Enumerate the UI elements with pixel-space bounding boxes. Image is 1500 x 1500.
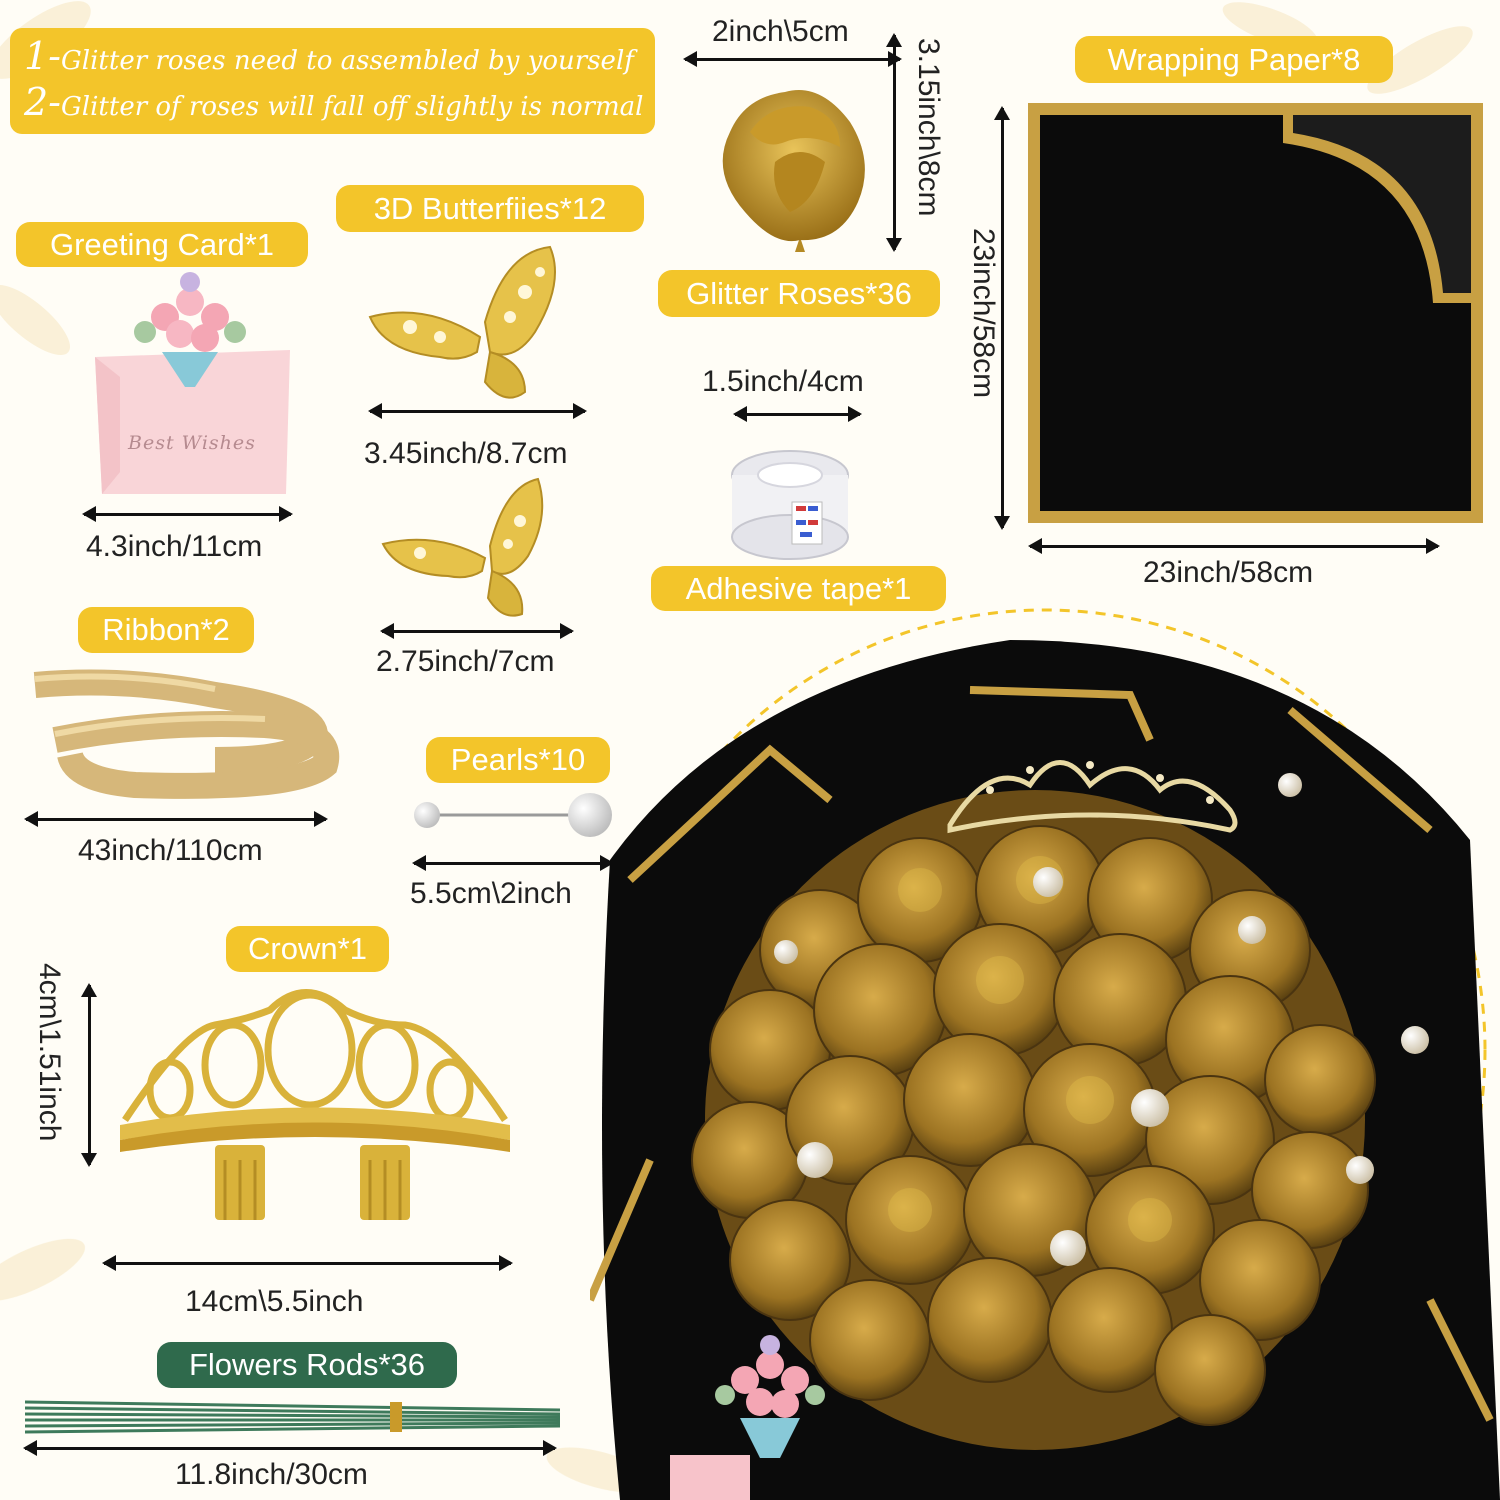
pearl-length-arrow [412, 855, 614, 871]
ribbon-image [33, 669, 340, 799]
note-number-1: 1- [24, 34, 62, 78]
butterfly-large-image [368, 245, 556, 399]
rod-length-arrow [23, 1440, 557, 1456]
ribbon-label: Ribbon*2 [78, 607, 254, 653]
crown-height-label: 4cm\1.51inch [33, 963, 66, 1142]
note-text-1: Glitter roses need to assembled by yours… [61, 46, 634, 76]
rod-length-label: 11.8inch/30cm [175, 1458, 368, 1491]
rose-bouquet-image [590, 608, 1500, 1500]
glitter-roses-label: Glitter Roses*36 [658, 270, 940, 317]
rose-width-arrow [683, 51, 902, 67]
note-number-2: 2- [24, 80, 62, 124]
butterfly-small-arrow [380, 623, 574, 639]
note-line-1: 1-Glitter roses need to assembled by you… [24, 34, 634, 78]
butterfly-large-arrow [368, 403, 587, 419]
pearl-length-label: 5.5cm\2inch [410, 877, 572, 910]
crown-image [120, 989, 510, 1220]
ribbon-length-label: 43inch/110cm [78, 834, 263, 867]
butterflies-label: 3D Butterfiies*12 [336, 185, 644, 232]
crown-height-arrow [81, 983, 97, 1167]
adhesive-tape-image [731, 450, 849, 560]
glitter-rose-image [722, 90, 865, 252]
tape-width-label: 1.5inch/4cm [702, 365, 864, 398]
card-text: Best Wishes [128, 432, 256, 454]
butterfly-large-width-label: 3.45inch/8.7cm [364, 437, 568, 470]
wrap-width-label: 23inch/58cm [1143, 556, 1314, 589]
adhesive-tape-label: Adhesive tape*1 [651, 566, 946, 611]
flower-rods-label: Flowers Rods*36 [157, 1342, 457, 1388]
wrap-height-label: 23inch/58cm [967, 228, 1000, 399]
pearls-label: Pearls*10 [426, 737, 610, 783]
rose-height-label: 3.15inch\8cm [912, 38, 945, 217]
note-line-2: 2-Glitter of roses will fall off slightl… [24, 80, 644, 124]
notes-box: 1-Glitter roses need to assembled by you… [10, 28, 655, 134]
crown-width-arrow [102, 1255, 513, 1271]
greeting-card-image [95, 272, 290, 494]
greeting-card-label: Greeting Card*1 [16, 222, 308, 267]
rose-height-arrow [886, 33, 902, 252]
wrap-fold-corner [1283, 103, 1483, 303]
ribbon-length-arrow [24, 811, 328, 827]
pearl-pin-image [414, 793, 612, 837]
crown-width-label: 14cm\5.5inch [185, 1285, 364, 1318]
butterfly-small-image [381, 477, 544, 617]
wrapping-paper-label: Wrapping Paper*8 [1075, 36, 1393, 83]
wrapping-paper-image [1028, 103, 1483, 523]
flower-rods-image [25, 1400, 561, 1434]
wrap-width-arrow [1028, 538, 1440, 554]
wrap-height-arrow [994, 106, 1010, 530]
card-width-label: 4.3inch/11cm [86, 530, 263, 563]
card-width-arrow [82, 506, 293, 522]
note-text-2: Glitter of roses will fall off slightly … [61, 92, 644, 122]
butterfly-small-width-label: 2.75inch/7cm [376, 645, 555, 678]
crown-label: Crown*1 [226, 926, 389, 972]
tape-width-arrow [733, 406, 862, 422]
rose-width-label: 2inch\5cm [712, 15, 849, 48]
